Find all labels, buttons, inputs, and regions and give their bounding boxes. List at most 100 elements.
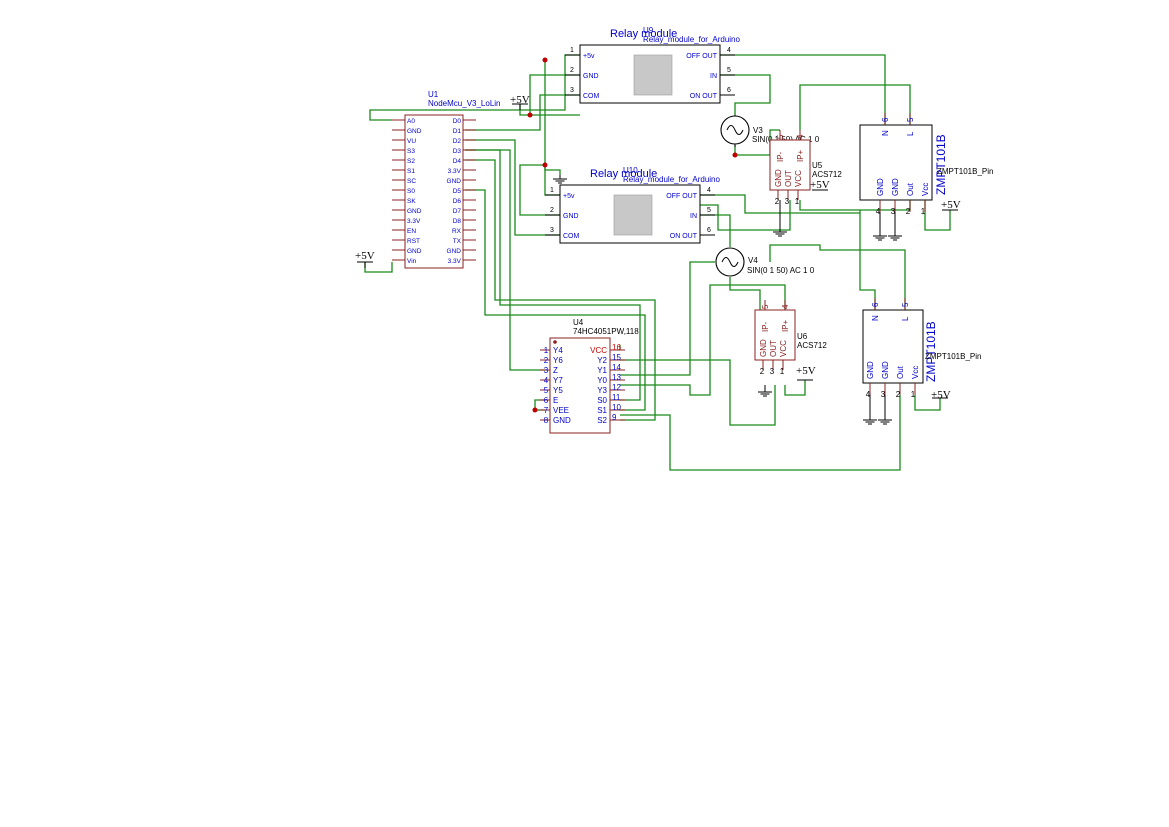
wire-d3-mux-z	[465, 149, 545, 371]
acs712-u5-body	[769, 139, 811, 191]
mux-pin-number: 10	[612, 403, 621, 412]
mux-name: 74HC4051PW,118	[573, 327, 639, 336]
wire-d4-mux-s2	[465, 159, 656, 421]
zmpt-bottom-pin-label: Out	[906, 182, 915, 196]
zmpt-pin-number: 2	[896, 390, 901, 399]
zmpt-bottom-pin-label: GND	[876, 178, 885, 196]
acs-bottom-pin-label: OUT	[784, 170, 793, 187]
relay-right-pin-label: ON OUT	[670, 233, 698, 240]
wire-mux-s0	[465, 149, 641, 401]
acs712-u6-ref: U6	[797, 332, 808, 341]
zmpt2-name: ZMPT101B_Pin	[925, 352, 981, 361]
relay-module-u10: Relay module U10 Relay_module_for_Arduin…	[545, 166, 721, 244]
wire-a0-relay1-vcc	[369, 54, 580, 121]
acs-pin-number: 3	[770, 367, 775, 376]
zmpt-top-pin-label: L	[906, 131, 915, 136]
zmpt-top-pin-label: L	[901, 316, 910, 321]
relay-pin-number: 2	[570, 67, 574, 74]
acs712-u5-ref: U5	[812, 161, 823, 170]
relay-pin-number: 1	[550, 187, 554, 194]
mux-pin-number: 1	[544, 346, 549, 355]
acs-bottom-pin-label: GND	[774, 169, 783, 187]
ground-icon	[758, 385, 772, 397]
wire-v4-mux	[620, 261, 715, 376]
relay-pin-number: 2	[550, 207, 554, 214]
relay-u9-image	[633, 54, 673, 96]
mux-ref: U4	[573, 318, 584, 327]
junction-dot	[542, 162, 548, 168]
mux-pin-number: 8	[544, 416, 549, 425]
mux-pin-number: 6	[544, 396, 549, 405]
acs-top-pin-label: IP+	[796, 149, 805, 162]
junctions	[527, 57, 738, 413]
relay-left-pin-label: +5v	[563, 193, 575, 200]
mux-pin-number: 15	[612, 353, 621, 362]
acs-pin-number: 1	[795, 197, 800, 206]
mux-left-pin-label: Y4	[553, 346, 563, 355]
nodemcu-left-pin-label: SC	[407, 178, 416, 185]
mux-left-pin-label: Y6	[553, 356, 563, 365]
mux-right-pin-label: S2	[597, 416, 607, 425]
junction-dot	[542, 57, 548, 63]
acs-pin-number: 2	[760, 367, 765, 376]
zmpt-bottom-pin-label: GND	[881, 361, 890, 379]
wire-relay1-in-v3	[720, 74, 771, 115]
mux-right-pin-label: Y0	[597, 376, 607, 385]
zmpt-pin-number: 6	[871, 302, 880, 307]
mux-pin-number: 9	[612, 413, 617, 422]
mux-right-pin-label: Y2	[597, 356, 607, 365]
acs-pin-number: 5	[776, 134, 785, 139]
power-label-5v: +5V	[796, 365, 816, 377]
ground-symbols	[553, 175, 902, 425]
mux-pin-number: 2	[544, 356, 549, 365]
power-symbols: +5V +5V +5V +5V +5V +5V	[355, 94, 961, 401]
nodemcu-right-pin-label: 3.3V	[448, 168, 462, 175]
ground-icon	[773, 200, 787, 237]
relay-right-pin-label: IN	[710, 73, 717, 80]
relay-pin-number: 6	[707, 227, 711, 234]
wire-zmpt1-vcc	[924, 200, 951, 231]
nodemcu-right-pin-label: D1	[453, 128, 462, 135]
nodemcu-left-pin-label: RST	[407, 238, 420, 245]
zmpt-pin-number: 2	[906, 207, 911, 216]
acs-bottom-pin-label: OUT	[769, 340, 778, 357]
zmpt-bottom-pin-label: Out	[896, 365, 905, 379]
relay-u9-ref: U9	[643, 26, 654, 35]
acs-pin-number: 5	[761, 304, 770, 309]
zmpt-bottom-pin-label: GND	[866, 361, 875, 379]
zmpt-pin-number: 4	[866, 390, 871, 399]
nodemcu-module: U1 NodeMcu_V3_LoLin A0GNDVUS3S2S1SCS0SKG…	[392, 90, 501, 269]
relay-u10-title: Relay module	[590, 168, 657, 180]
ground-icon	[553, 175, 567, 184]
relay-pin-number: 5	[707, 207, 711, 214]
wire-zmpt1-out	[860, 200, 911, 211]
mux-right-pin-label: Y1	[597, 366, 607, 375]
mux-pin-number: 14	[612, 363, 621, 372]
wire-v4-acs2	[729, 277, 761, 310]
mux-left-pin-label: Y7	[553, 376, 563, 385]
nodemcu-left-pin-label: VU	[407, 138, 416, 145]
nodemcu-right-pin-label: D2	[453, 138, 462, 145]
zmpt-pin-number: 5	[906, 117, 915, 122]
acs712-u6-name: ACS712	[797, 341, 827, 350]
relay-pin-number: 6	[727, 87, 731, 94]
zmpt-pin-number: 5	[901, 302, 910, 307]
nodemcu-left-pin-label: S0	[407, 188, 415, 195]
nodemcu-left-pin-label: SK	[407, 198, 416, 205]
acs-pin-number: 4	[796, 134, 805, 139]
ground-icon	[863, 395, 877, 425]
mux-74hc4051: U4 74HC4051PW,118 Y41Y62Z3Y74Y55E6VEE7GN…	[540, 318, 639, 434]
ground-icon	[878, 395, 892, 425]
mux-right-pin-label: Y3	[597, 386, 607, 395]
acs-bottom-pin-label: GND	[759, 339, 768, 357]
relay-u9-title: Relay module	[610, 28, 677, 40]
zmpt-top-pin-label: N	[871, 315, 880, 321]
wire-relay1-gnd	[529, 74, 580, 115]
relay-u10-image	[613, 194, 653, 236]
wire-zmpt2-vcc	[914, 395, 941, 411]
wire-relay2-offout	[700, 194, 860, 214]
